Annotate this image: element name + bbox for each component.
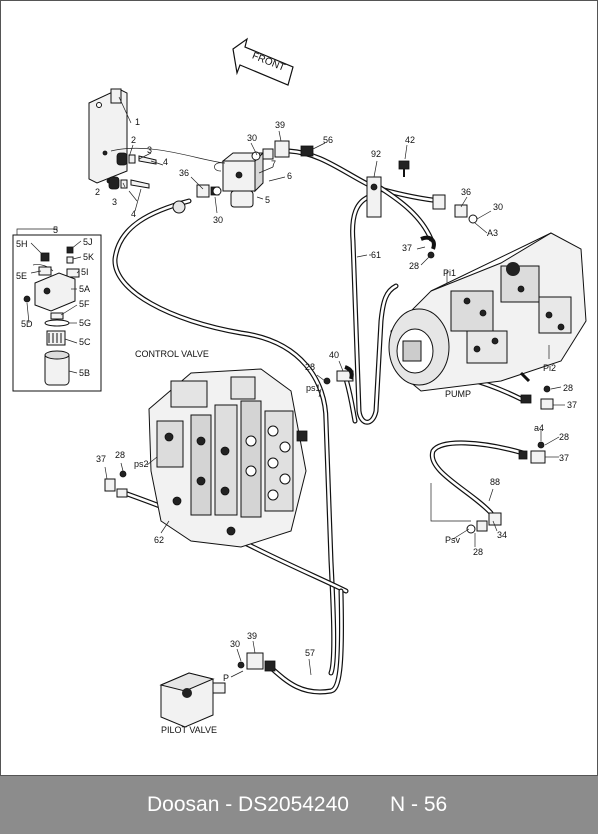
callout-56: 56 [323, 135, 333, 145]
front-arrow: FRONT [232, 37, 294, 86]
callout-28: 28 [559, 432, 569, 442]
hydraulic-diagram: FRONT [12, 37, 587, 735]
callout-1: 1 [135, 117, 140, 127]
callout-40: 40 [329, 350, 339, 360]
footer-brand-part: Doosan - DS2054240 [147, 793, 349, 816]
fittings-pump-right [466, 385, 554, 534]
main-pump [388, 232, 587, 392]
callout-37: 37 [96, 454, 106, 464]
port-Psv: Psv [445, 535, 461, 545]
callout-28: 28 [473, 547, 483, 557]
callout-37: 37 [402, 243, 412, 253]
hose-56 [286, 148, 444, 204]
callout-3: 3 [112, 197, 117, 207]
callout-92: 92 [371, 149, 381, 159]
port-a4: a4 [534, 423, 544, 433]
callout-30: 30 [213, 215, 223, 225]
callout-28: 28 [305, 362, 315, 372]
inset-5B: 5B [79, 368, 90, 378]
callout-36: 36 [461, 187, 471, 197]
inset-leaders [26, 240, 82, 374]
leader-lines [16, 96, 565, 678]
inset-5D: 5D [21, 319, 33, 329]
solenoid-valve-5 [214, 151, 265, 208]
callout-57: 57 [305, 648, 315, 658]
callout-30: 30 [493, 202, 503, 212]
inset-5A: 5A [79, 284, 90, 294]
control-valve [148, 368, 308, 548]
bolt-42 [398, 160, 410, 177]
callout-37: 37 [559, 453, 569, 463]
callout-30: 30 [230, 639, 240, 649]
inset-5H: 5H [16, 239, 28, 249]
fittings-ps1-40 [323, 365, 354, 385]
callout-labels: 1 2 3 4 2 3 4 30 39 56 42 92 7 6 5 36 30… [16, 117, 577, 735]
inset-box [12, 227, 102, 392]
inset-5J: 5J [83, 237, 93, 247]
diagram-frame: FRONT [0, 0, 598, 776]
fittings-near-valve [172, 140, 314, 214]
callout-5: 5 [265, 195, 270, 205]
callout-28: 28 [115, 450, 125, 460]
callout-2: 2 [131, 135, 136, 145]
port-A3: A3 [487, 228, 498, 238]
callout-42: 42 [405, 135, 415, 145]
hose-1 [112, 198, 337, 676]
callout-34: 34 [497, 530, 507, 540]
callout-5-inset: 5 [53, 225, 58, 235]
pilot-valve [159, 672, 226, 728]
hose-61 [350, 193, 399, 425]
port-ps2: ps2 [134, 459, 149, 469]
footer-bar: Doosan - DS2054240 N - 56 [0, 776, 598, 834]
inset-5C: 5C [79, 337, 91, 347]
callout-28: 28 [563, 383, 573, 393]
fittings-36-30-right [420, 194, 478, 259]
clamp-92 [366, 176, 382, 218]
callout-4: 4 [163, 157, 168, 167]
callout-61: 61 [371, 250, 381, 260]
label-pump: PUMP [445, 389, 471, 399]
callout-36: 36 [179, 168, 189, 178]
callout-6: 6 [287, 171, 292, 181]
label-control-valve: CONTROL VALVE [135, 349, 209, 359]
inset-5I: 5I [81, 267, 89, 277]
label-pilot-valve: PILOT VALVE [161, 725, 217, 735]
callout-7: 7 [271, 159, 276, 169]
bracket-1 [88, 88, 128, 184]
port-Pi1: Pi1 [443, 268, 456, 278]
inset-5G: 5G [79, 318, 91, 328]
callout-28: 28 [409, 261, 419, 271]
footer-page-number: N - 56 [390, 793, 448, 816]
inset-5F: 5F [79, 299, 90, 309]
hose-57 [266, 588, 345, 695]
fittings-ps2-37 [104, 470, 128, 498]
callout-2: 2 [95, 187, 100, 197]
hose-40 [343, 376, 358, 424]
inset-5K: 5K [83, 252, 94, 262]
callout-88: 88 [490, 477, 500, 487]
port-ps1: ps1 [306, 383, 321, 393]
hose-62 [116, 488, 349, 594]
fittings-pilot [237, 652, 276, 672]
port-Pi2: Pi2 [543, 363, 556, 373]
hose-88 [429, 440, 526, 516]
callout-4: 4 [131, 209, 136, 219]
callout-62: 62 [154, 535, 164, 545]
callout-39: 39 [275, 120, 285, 130]
callout-3: 3 [147, 145, 152, 155]
callout-37: 37 [567, 400, 577, 410]
inset-5E: 5E [16, 271, 27, 281]
port-P: P [223, 673, 229, 683]
callout-39: 39 [247, 631, 257, 641]
washers-screws-2-3-4 [108, 152, 157, 190]
hose-92-branch [376, 184, 434, 242]
callout-30: 30 [247, 133, 257, 143]
